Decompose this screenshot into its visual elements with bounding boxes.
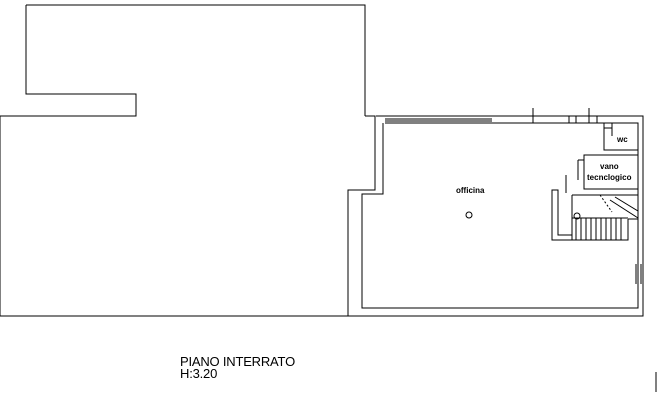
- wc-room: [603, 122, 639, 151]
- column-circle: [465, 211, 473, 219]
- stair-circle: [573, 212, 581, 220]
- label-vano-line1: vano: [600, 162, 619, 171]
- vano-room: [583, 154, 639, 190]
- label-vano-line2: tecnclogico: [587, 173, 632, 182]
- stair-treads: [572, 196, 639, 240]
- stair-enclosure: [551, 189, 573, 241]
- label-wc: wc: [617, 135, 628, 144]
- label-officina: officina: [456, 186, 485, 195]
- officina-inner-wall: [361, 122, 639, 309]
- plan-title: PIANO INTERRATO: [180, 354, 295, 369]
- officina-outer-wall: [348, 115, 644, 317]
- plan-height: H:3.20: [180, 366, 218, 381]
- left-area-outline: [0, 115, 376, 317]
- upper-block-outline: [0, 4, 366, 117]
